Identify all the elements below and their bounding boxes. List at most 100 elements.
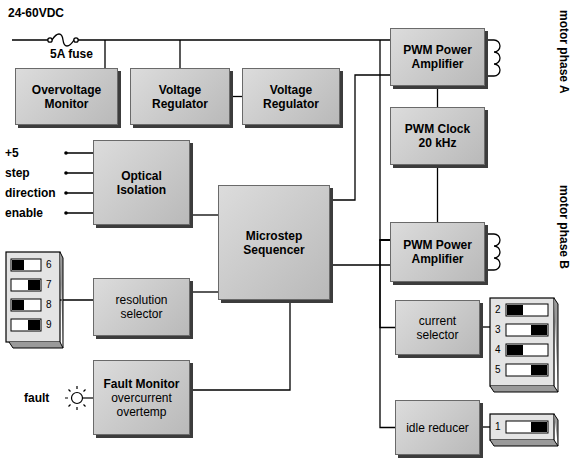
- connector-line: [190, 215, 218, 216]
- input-dot: [64, 171, 68, 175]
- switch-number: 4: [495, 344, 501, 356]
- dip-side: [490, 298, 558, 392]
- dip-wire: [480, 426, 490, 427]
- dip-slot: [11, 279, 41, 291]
- supply-voltage: 24-60VDC: [8, 6, 64, 20]
- selector-box: resolution selector: [93, 278, 190, 336]
- dip-toggle: [12, 260, 24, 270]
- dip-slot: [506, 421, 548, 433]
- connector-line: [190, 292, 218, 293]
- signal-name: direction: [5, 186, 56, 200]
- amplifier-box: PWM Power Amplifier: [390, 28, 485, 86]
- switch-number: 8: [46, 299, 52, 311]
- motor-coils: [485, 40, 500, 270]
- dip-slot: [11, 299, 41, 311]
- regulator-box: Voltage Regulator: [130, 68, 230, 125]
- dip-slot: [506, 304, 548, 316]
- box-title: Voltage Regulator: [249, 83, 333, 111]
- dip-body: [490, 298, 554, 386]
- dip-slot: [506, 364, 548, 376]
- box-title: resolution selector: [100, 293, 183, 321]
- input-dot: [64, 211, 68, 215]
- fault-led: [65, 386, 93, 410]
- dip-switch-idle: [480, 414, 558, 446]
- dip-side: [9, 252, 63, 348]
- signal-name: enable: [5, 206, 43, 220]
- connector-line: [190, 300, 290, 390]
- box-title: idle reducer: [406, 421, 469, 435]
- box-title: Fault Monitor: [104, 377, 180, 391]
- dip-wire: [60, 299, 93, 300]
- coil-phase-b: [485, 234, 500, 270]
- connector-line: [330, 265, 390, 266]
- box-title: PWM Clock 20 kHz: [401, 122, 474, 150]
- dip-toggle: [28, 320, 40, 330]
- clock-box: PWM Clock 20 kHz: [390, 107, 485, 165]
- connector-line: [437, 165, 438, 222]
- dip-switch-current: [480, 298, 558, 392]
- switch-number: 9: [46, 319, 52, 331]
- connector-line: [437, 86, 438, 107]
- connector-path: [190, 214, 218, 215]
- coil-phase-a: [485, 40, 500, 76]
- motor-phase-label: motor phase A: [557, 10, 571, 94]
- dip-toggle: [531, 325, 547, 335]
- supply-drop: [179, 40, 180, 68]
- led-body: [72, 393, 83, 404]
- signal-name: +5: [5, 146, 19, 160]
- supply-drop: [104, 40, 105, 68]
- connector-line: [230, 96, 242, 97]
- dip-wire: [480, 326, 490, 327]
- monitor-box: Overvoltage Monitor: [15, 68, 118, 125]
- supply-wiring: [12, 40, 390, 240]
- switch-number: 7: [46, 279, 52, 291]
- dip-side: [490, 414, 558, 446]
- box-title: Overvoltage Monitor: [22, 83, 111, 111]
- dip-toggle: [507, 345, 523, 355]
- selector-box: current selector: [395, 300, 480, 355]
- signal-name: step: [5, 166, 30, 180]
- dip-toggle: [531, 422, 547, 432]
- dip-toggle: [28, 280, 40, 290]
- box-title: Microstep Sequencer: [225, 229, 323, 257]
- box-title: PWM Power Amplifier: [397, 43, 478, 71]
- indicator-label: fault: [24, 391, 49, 405]
- reducer-box: idle reducer: [395, 400, 480, 455]
- input-line: [66, 153, 93, 213]
- connector-path: [190, 300, 290, 390]
- box-title: PWM Power Amplifier: [397, 238, 478, 266]
- box-title: Optical Isolation: [100, 169, 183, 197]
- switch-number: 1: [495, 421, 501, 433]
- box-title: Voltage Regulator: [137, 83, 223, 111]
- dip-toggle: [12, 300, 24, 310]
- dip-toggle: [531, 365, 547, 375]
- switch-number: 2: [495, 304, 501, 316]
- dip-slot: [506, 344, 548, 356]
- switch-number: 3: [495, 324, 501, 336]
- led-rays: [65, 386, 86, 410]
- sequencer-box: Microstep Sequencer: [218, 185, 330, 300]
- motor-phase-label: motor phase B: [557, 185, 571, 269]
- fuse-label: 5A fuse: [50, 47, 93, 61]
- fuse-terminal: [48, 38, 52, 42]
- switch-number: 5: [495, 364, 501, 376]
- dip-body: [6, 252, 60, 342]
- fuse-element: [52, 34, 74, 46]
- dip-switch-resolution: [6, 252, 93, 348]
- connector-path: [230, 96, 242, 97]
- fuse-terminal: [74, 38, 78, 42]
- dip-slot: [11, 259, 41, 271]
- box-detail: overcurrent overtemp: [100, 391, 183, 419]
- supply-riser: [380, 40, 390, 240]
- supply-bus: [12, 39, 390, 40]
- dip-slot: [11, 319, 41, 331]
- fault-monitor-box: Fault Monitorovercurrent overtemp: [93, 360, 190, 435]
- connector-path: [330, 264, 390, 265]
- led-wire: [83, 397, 93, 398]
- input-wires: [66, 153, 93, 213]
- connector-path: [190, 291, 218, 292]
- input-dot: [64, 151, 68, 155]
- dip-toggle: [507, 305, 523, 315]
- switch-number: 6: [46, 259, 52, 271]
- box-title: current selector: [402, 314, 473, 342]
